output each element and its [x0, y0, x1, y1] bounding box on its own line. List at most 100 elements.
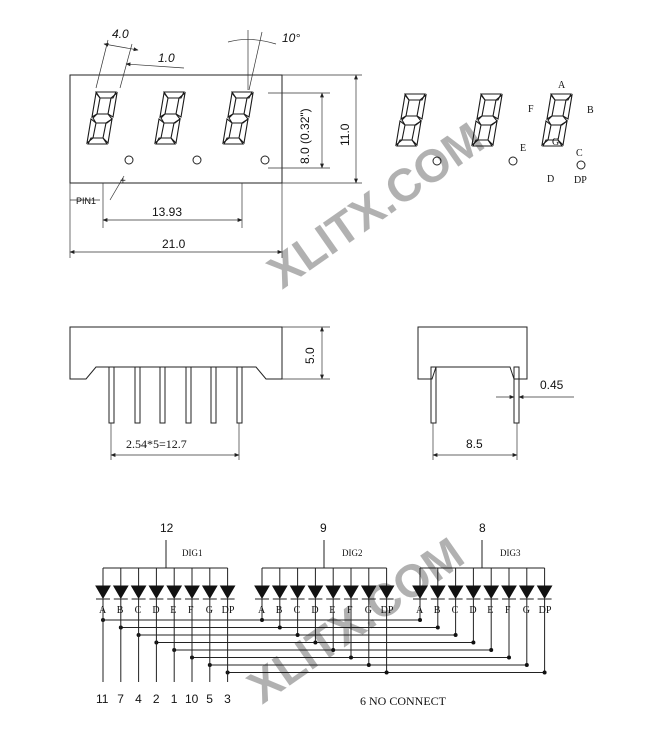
bus-DP	[225, 617, 547, 682]
side-pins	[108, 366, 243, 424]
seg-label-d: D	[547, 174, 554, 185]
led-diode	[501, 585, 517, 599]
led-diode	[360, 585, 377, 599]
bus-F	[190, 617, 511, 682]
bus-B	[118, 617, 440, 682]
segment-label: C	[452, 605, 459, 616]
segment-bus-wires	[101, 617, 547, 682]
led-diode	[112, 585, 129, 599]
segment-label: G	[365, 605, 372, 616]
bus-G	[207, 617, 529, 682]
bus-C	[136, 617, 458, 682]
segment-label: E	[329, 605, 335, 616]
dp-dot-3	[260, 155, 270, 165]
seg-label-b: B	[587, 105, 594, 116]
dim-digit-height: 8.0 (0.32")	[298, 108, 312, 164]
segment-label: F	[347, 605, 353, 616]
segment-label: C	[294, 605, 301, 616]
led-diode	[166, 585, 183, 599]
seg-label-c: C	[576, 148, 583, 159]
dim-pitch: 4.0	[112, 27, 129, 41]
segment-label: DP	[539, 605, 552, 616]
segment-label: C	[135, 605, 142, 616]
dig2-label: DIG2	[342, 548, 363, 558]
bus-D	[154, 617, 476, 682]
led-diode	[271, 585, 288, 599]
dp-dot-2	[192, 155, 202, 165]
led-diode	[289, 585, 306, 599]
dig3-common-pin: 8	[479, 521, 486, 535]
led-diode	[518, 585, 535, 599]
segment-legend: A B C D E F G DP	[395, 80, 594, 186]
led-diode	[148, 585, 165, 599]
seg-label-g: G	[552, 137, 559, 148]
segment-label: E	[170, 605, 176, 616]
segment-label: DP	[381, 605, 394, 616]
dim-body-height: 5.0	[303, 347, 317, 364]
led-diode	[536, 585, 553, 599]
led-diode	[465, 585, 482, 599]
led-diode	[254, 585, 270, 599]
front-body-outline	[69, 74, 283, 184]
diode-group-3	[412, 540, 553, 617]
end-body-outline	[417, 326, 528, 380]
dim-depth: 8.5	[466, 437, 483, 451]
dig3-label: DIG3	[500, 548, 521, 558]
side-body-outline	[69, 326, 283, 380]
bus-E	[172, 617, 494, 682]
led-diode	[130, 585, 147, 599]
segment-label: F	[505, 605, 511, 616]
diode-groups	[95, 540, 553, 617]
front-view: 4.0 1.0 10° 8.0 (0.32") 11.0 PIN1 + 13.9…	[69, 27, 362, 258]
dp-dot-1	[124, 155, 134, 165]
digit-2	[154, 91, 186, 145]
led-diode	[184, 585, 200, 599]
segment-label: B	[117, 605, 124, 616]
segment-label: B	[276, 605, 283, 616]
segment-pin-number: 2	[153, 692, 160, 706]
segment-pin-number: 10	[185, 692, 199, 706]
segment-label: A	[258, 605, 266, 616]
dig1-common-pin: 12	[160, 521, 174, 535]
led-diode	[429, 585, 446, 599]
dig2-common-pin: 9	[320, 521, 327, 535]
led-diode	[201, 585, 218, 599]
segment-label: D	[469, 605, 476, 616]
segment-pin-number: 5	[206, 692, 213, 706]
seg-label-f: F	[528, 104, 534, 115]
segment-pin-number: 11	[96, 692, 109, 706]
digit-3	[222, 91, 254, 145]
dim-width: 21.0	[162, 237, 186, 251]
dim-pin-width: 0.45	[540, 378, 564, 392]
segment-label: D	[311, 605, 318, 616]
segment-pin-number: 7	[117, 692, 124, 706]
seg-label-a: A	[558, 80, 566, 91]
segment-label: B	[434, 605, 441, 616]
side-view: 5.0 2.54*5=12.7	[69, 326, 330, 460]
segment-label: G	[206, 605, 213, 616]
dim-angle: 10°	[282, 31, 300, 45]
dim-seg-offset: 1.0	[158, 51, 175, 65]
led-diode	[378, 585, 395, 599]
segment-label: G	[523, 605, 530, 616]
dim-height: 11.0	[338, 123, 352, 146]
bus-A	[101, 617, 422, 682]
dim-pin-span: 13.93	[152, 205, 182, 219]
led-diode	[412, 585, 428, 599]
end-view: 0.45 8.5	[417, 326, 574, 460]
digit-1	[86, 91, 118, 145]
led-diode	[325, 585, 342, 599]
segment-label: A	[99, 605, 107, 616]
dig1-label: DIG1	[182, 548, 203, 558]
segment-pin-number: 4	[135, 692, 142, 706]
dim-pin-pitch: 2.54*5=12.7	[126, 437, 187, 451]
pin1-label: PIN1	[76, 196, 96, 206]
diode-group-1	[95, 540, 236, 617]
segment-label: DP	[222, 605, 235, 616]
led-diode	[219, 585, 236, 599]
no-connect-note: 6 NO CONNECT	[360, 694, 447, 708]
end-pin-right	[513, 366, 520, 424]
